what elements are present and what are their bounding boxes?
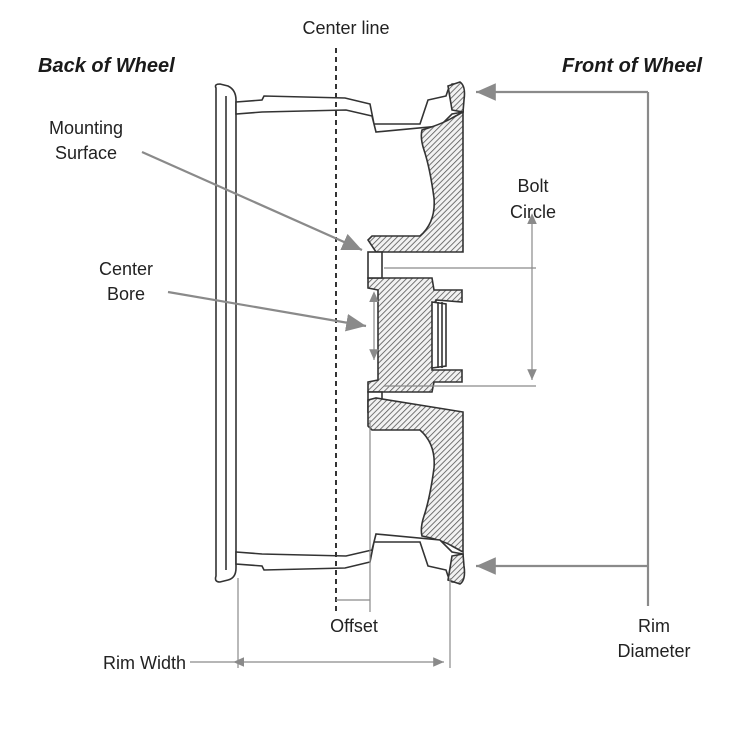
bolt-circle-dimension — [384, 213, 537, 387]
rim-diameter-label-line1: Rim — [638, 616, 670, 636]
mounting-surface-label-line2: Surface — [55, 143, 117, 163]
bolt-circle-label-line1: Bolt — [517, 176, 548, 196]
center-bore-label-line1: Center — [99, 259, 153, 279]
offset-label: Offset — [330, 616, 378, 636]
center-line-label: Center line — [302, 18, 389, 38]
upper-spoke — [366, 110, 464, 253]
mounting-surface-label-line1: Mounting — [49, 118, 123, 138]
rim-width-dimension — [190, 578, 451, 668]
center-bore-leader — [167, 290, 367, 332]
wheel-cross-section — [214, 81, 466, 585]
lower-barrel — [235, 533, 464, 583]
rim-diameter-label-line2: Diameter — [617, 641, 690, 661]
mounting-surface-leader — [141, 150, 363, 252]
rim-diameter-dimension — [476, 83, 650, 606]
back-of-wheel-label: Back of Wheel — [38, 55, 175, 77]
offset-dimension — [336, 420, 371, 612]
front-of-wheel-label: Front of Wheel — [562, 55, 702, 77]
lower-spoke — [367, 397, 464, 554]
rim-width-label: Rim Width — [103, 653, 186, 673]
bolt-circle-label-line2: Circle — [510, 202, 556, 222]
center-bore-label-line2: Bore — [107, 284, 145, 304]
hub-center — [367, 277, 463, 393]
upper-barrel — [235, 83, 464, 133]
